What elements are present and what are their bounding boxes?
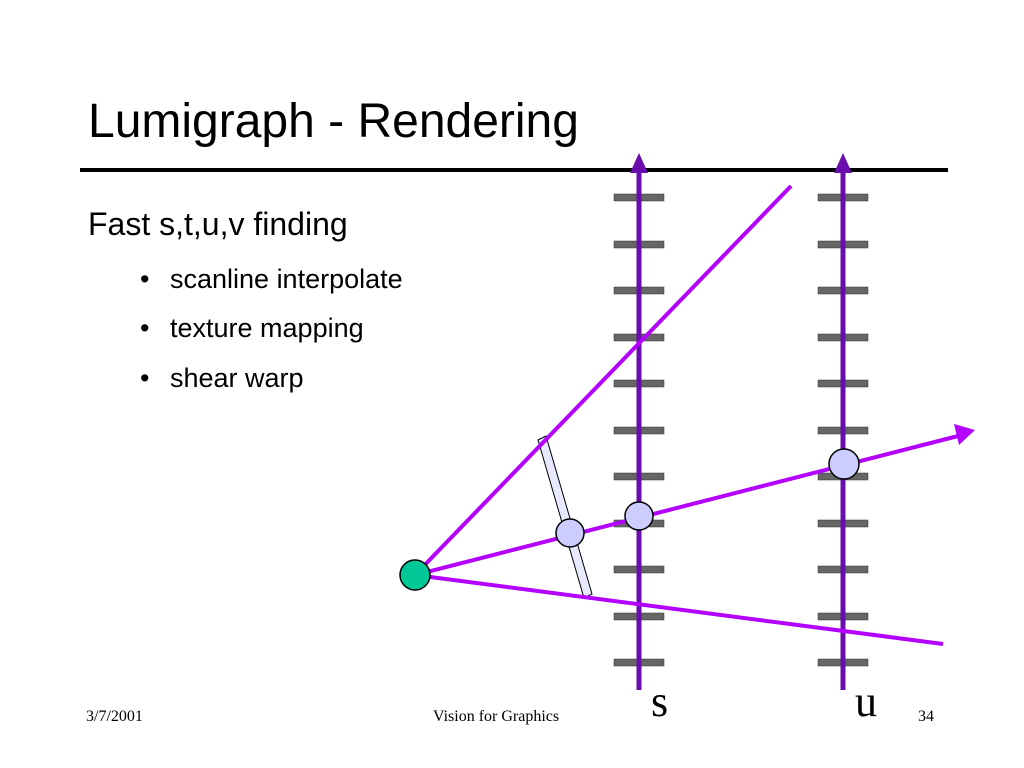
- center-ray-arrowhead: [954, 424, 975, 445]
- intersection-point-s-axis: [624, 501, 654, 531]
- body-heading: Fast s,t,u,v finding: [88, 206, 348, 242]
- u-axis-label: u: [855, 677, 877, 726]
- center-ray: [414, 434, 959, 577]
- s-axis-arrowhead: [630, 153, 648, 173]
- s-axis-label: s: [651, 677, 668, 726]
- bullet-item: • shear warp: [140, 363, 304, 394]
- bullet-text: shear warp: [170, 363, 304, 393]
- bullet-item: • scanline interpolate: [140, 264, 403, 295]
- bullet-text: texture mapping: [170, 313, 364, 343]
- intersection-point-u-axis: [828, 448, 860, 480]
- footer-title: Vision for Graphics: [433, 708, 560, 725]
- bullet-marker: •: [140, 363, 150, 393]
- lower-ray: [414, 573, 944, 646]
- bullet-marker: •: [140, 313, 150, 343]
- bullet-text: scanline interpolate: [170, 264, 403, 294]
- title-underline: [80, 168, 948, 172]
- intersection-point-image-plane: [555, 518, 585, 548]
- slide-title: Lumigraph - Rendering: [88, 95, 579, 148]
- upper-ray: [413, 184, 793, 577]
- bullet-item: • texture mapping: [140, 313, 364, 344]
- footer-page-number: 34: [918, 708, 934, 725]
- image-plane: [537, 435, 593, 599]
- bullet-marker: •: [140, 264, 150, 294]
- eye-point: [399, 559, 431, 591]
- u-axis-arrowhead: [834, 153, 852, 173]
- footer-date: 3/7/2001: [86, 708, 143, 725]
